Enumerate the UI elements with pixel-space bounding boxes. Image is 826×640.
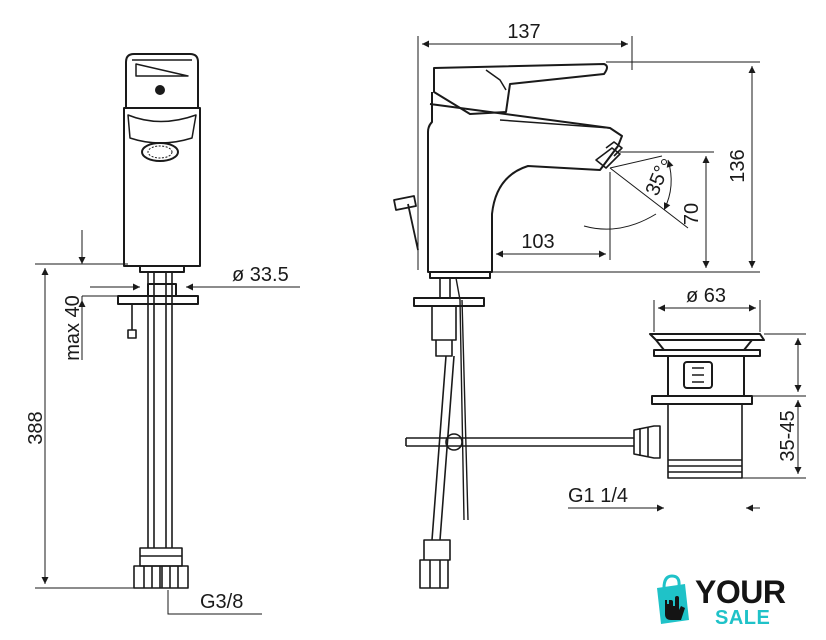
- side-hose: [431, 355, 455, 541]
- front-hose-fittings: [139, 547, 183, 567]
- dim-text-70: 70: [681, 203, 703, 225]
- front-indicator-dot: [155, 85, 165, 95]
- dim-text-137: 137: [507, 21, 540, 43]
- side-popup-knob: [393, 195, 419, 251]
- dim-text-388: 388: [25, 411, 47, 444]
- dim-text-35-45: 35-45: [777, 410, 799, 461]
- front-aerator: [141, 142, 179, 162]
- front-body: [123, 107, 201, 267]
- front-popup-rod: [127, 304, 137, 339]
- dim-text-35-deg: 35°: [642, 163, 674, 199]
- dim-text-waste-diameter: ø 63: [686, 285, 726, 307]
- front-handle: [125, 53, 199, 109]
- side-view: [393, 63, 634, 589]
- side-dimensions: [417, 36, 806, 512]
- side-lift-rod: [405, 437, 634, 447]
- dim-text-waste-thread: G1 1/4: [568, 485, 628, 507]
- dim-text-hose-thread: G3/8: [200, 591, 243, 613]
- front-hose-nuts: [133, 565, 189, 589]
- your-sale-logo: YOUR SALE: [651, 574, 811, 634]
- front-base: [139, 265, 185, 273]
- waste-tail: [667, 404, 743, 479]
- waste-flange: [649, 333, 765, 351]
- side-aerator: [595, 141, 623, 169]
- side-mount-plate: [413, 297, 485, 307]
- front-hose-right: [165, 272, 173, 548]
- waste-valve: [633, 333, 765, 479]
- side-body-spout: [427, 92, 623, 273]
- shopping-bag-hand-icon: [657, 574, 689, 624]
- front-spout-cap: [127, 114, 197, 144]
- waste-body: [667, 356, 745, 396]
- side-lever: [433, 63, 608, 115]
- side-hose-nuts: [419, 539, 451, 589]
- dim-text-136: 136: [727, 149, 749, 182]
- front-handle-grip: [132, 59, 192, 77]
- dim-arc-35: [663, 159, 674, 211]
- logo-text-sale: SALE: [715, 607, 771, 629]
- logo-text-your: YOUR: [695, 574, 786, 610]
- dim-text-max-40: max 40: [62, 295, 84, 361]
- front-view: [117, 53, 201, 589]
- dim-text-body-diameter: ø 33.5: [232, 264, 289, 286]
- front-dimensions: [35, 230, 300, 615]
- front-mount-plate: [117, 295, 199, 305]
- front-hose-left: [147, 272, 155, 548]
- waste-rod-fitting: [633, 425, 661, 459]
- dim-text-103: 103: [521, 231, 554, 253]
